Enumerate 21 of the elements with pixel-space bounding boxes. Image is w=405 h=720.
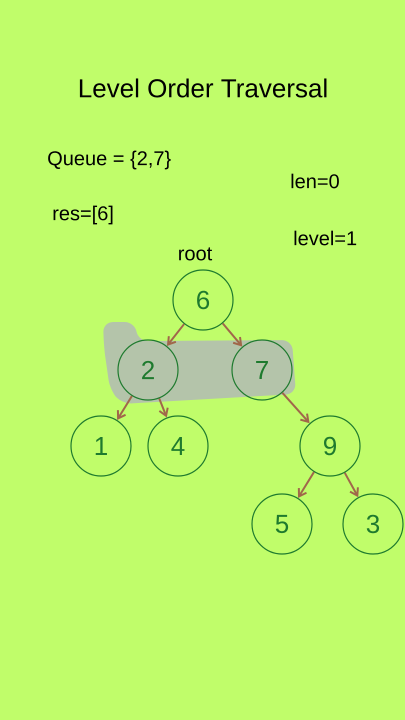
title: Level Order Traversal [80, 78, 326, 98]
arrow [282, 392, 310, 424]
tree-node: 7 [231, 339, 293, 401]
variable-label: level=1 [294, 230, 356, 246]
arrow [158, 398, 169, 418]
tree-node: 4 [147, 415, 209, 477]
tree-node: 1 [70, 415, 132, 477]
tree-node: 3 [342, 493, 404, 555]
variable-label: res=[6] [54, 206, 112, 224]
arrow [166, 323, 185, 346]
pointer-label: root [179, 247, 212, 260]
arrow [298, 472, 315, 498]
arrow [116, 396, 133, 420]
arrow [222, 322, 242, 347]
arrow [344, 472, 359, 498]
tree-node: 5 [251, 493, 313, 555]
variable-label: len=0 [292, 174, 339, 188]
tree-node: 6 [172, 269, 234, 331]
variable-label: Queue = {2,7} [48, 150, 171, 170]
tree-node: 2 [117, 339, 179, 401]
tree-node: 9 [299, 415, 361, 477]
